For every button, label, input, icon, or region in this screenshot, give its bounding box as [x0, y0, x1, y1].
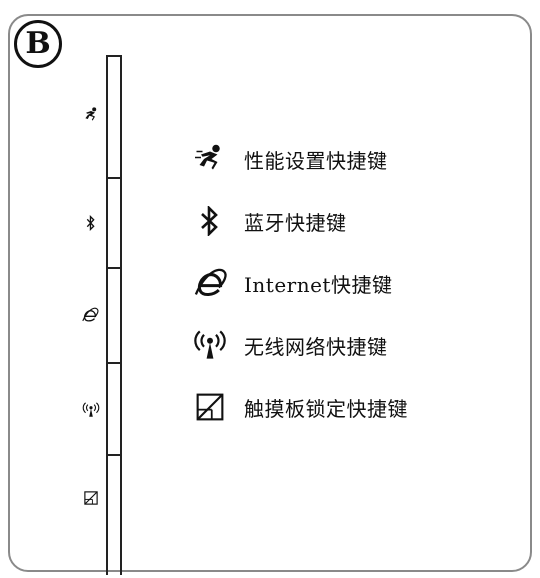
legend-label: 触摸板锁定快捷键 — [244, 396, 408, 421]
legend-item: 性能设置快捷键 — [190, 137, 520, 181]
legend-label: 蓝牙快捷键 — [244, 210, 347, 235]
legend-item: 触摸板锁定快捷键 — [190, 385, 520, 429]
touchpad-lock-icon — [80, 487, 102, 509]
legend-item: 蓝牙快捷键 — [190, 199, 520, 243]
hotkey-strip — [106, 55, 122, 575]
legend-label: 性能设置快捷键 — [244, 148, 388, 173]
touchpad-lock-icon — [190, 387, 230, 427]
wireless-antenna-icon — [190, 325, 230, 365]
internet-explorer-icon — [190, 263, 230, 303]
diagram-panel: B — [8, 14, 532, 572]
section-badge: B — [14, 20, 62, 68]
running-person-icon — [80, 104, 102, 126]
wireless-antenna-icon — [80, 399, 102, 421]
internet-explorer-icon — [79, 304, 101, 326]
legend-label: 无线网络快捷键 — [244, 334, 388, 359]
bluetooth-icon — [190, 201, 230, 241]
legend-item: 无线网络快捷键 — [190, 323, 520, 367]
legend-label: Internet快捷键 — [244, 272, 393, 297]
bluetooth-icon — [80, 212, 102, 234]
legend-item: Internet快捷键 — [190, 261, 520, 305]
running-person-icon — [190, 139, 230, 179]
